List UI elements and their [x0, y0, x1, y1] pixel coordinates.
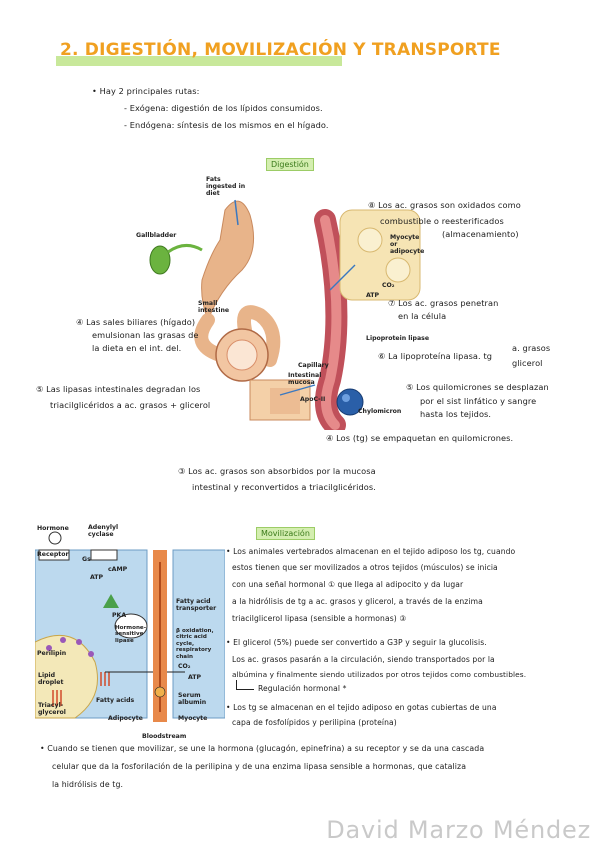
label-perilipin: Perilipin [37, 650, 67, 657]
label-small-intestine: Small intestine [198, 300, 230, 315]
footer-line-2: celular que da la fosforilación de la pe… [52, 762, 467, 771]
label-myocyte-mob: Myocyte [178, 715, 208, 722]
label-co2: CO₂ [382, 282, 395, 289]
regulation-arrow-stem [236, 680, 237, 689]
note-6-branch-1: a. grasos [512, 343, 551, 353]
mob-b3-line-1: • Los tg se almacenan en el tejido adipo… [226, 703, 497, 712]
label-receptor: Receptor [37, 551, 69, 558]
label-co2-mob: CO₂ [178, 663, 191, 670]
label-apoc: ApoC-II [300, 396, 326, 403]
label-atp: ATP [90, 574, 104, 581]
note-2-line-1: ④ Las sales biliares (hígado) [76, 317, 196, 327]
label-lipoprotein-lipase: Lipoprotein lipase [366, 335, 430, 342]
label-pka: PKA [112, 612, 127, 619]
mob-b1-line-2: estos tienen que ser movilizados a otros… [232, 563, 498, 572]
mob-b2-line-2: Los ac. grasos pasarán a la circulación,… [232, 655, 495, 664]
note-7-line-2: en la célula [398, 311, 447, 321]
movilizacion-tag: Movilización [256, 527, 315, 540]
hsl-shape [114, 613, 148, 639]
mob-b2-line-1: • El glicerol (5%) puede ser convertido … [226, 638, 487, 647]
label-hormone: Hormone [37, 525, 69, 532]
label-adenylyl: Adenylyl cyclase [88, 524, 119, 539]
note-3-line-1: ⑤ Las lipasas intestinales degradan los [36, 384, 201, 394]
label-bloodstream: Bloodstream [142, 733, 187, 740]
note-7-line-1: ⑦ Los ac. grasos penetran [388, 298, 499, 308]
note-6-main: ⑥ La lipoproteína lipasa. tg [378, 351, 493, 361]
note-2-line-2: emulsionan las grasas de [92, 330, 199, 340]
label-transporter: Fatty acid transporter [176, 598, 217, 613]
label-hsl: Hormone-sensitive lipase [115, 625, 147, 644]
regulation-arrow-bar [236, 689, 254, 690]
label-capillary: Capillary [298, 362, 329, 369]
note-3b-line-2: intestinal y reconvertidos a triacilglic… [192, 482, 376, 492]
intro-line-1: • Hay 2 principales rutas: [92, 86, 200, 96]
note-4: ④ Los (tg) se empaquetan en quilomicrone… [326, 433, 514, 443]
note-6-branch-2: glicerol [512, 358, 543, 368]
note-5-line-2: por el sist linfático y sangre [420, 396, 537, 406]
note-5-line-1: ⑤ Los quilomicrones se desplazan [406, 382, 549, 392]
intro-line-3: - Endógena: síntesis de los mismos en el… [124, 120, 329, 130]
note-8-line-3: (almacenamiento) [442, 229, 519, 239]
note-5-line-3: hasta los tejidos. [420, 409, 492, 419]
label-serum-albumin: Serum albumin [178, 692, 207, 707]
digestion-figure [149, 199, 421, 430]
stomach-shape [201, 200, 255, 322]
myocyte-cell [172, 549, 225, 719]
mobilization-figure [35, 531, 225, 722]
mob-b2-line-4: Regulación hormonal * [258, 684, 347, 693]
label-triacylglycerol: Triacyl-glycerol [38, 702, 66, 717]
receptor-shape [38, 549, 70, 561]
mob-b2-line-3: albúmina y finalmente siendo utilizados … [232, 670, 527, 679]
label-myocyte: Myocyte or adipocyte [390, 234, 425, 256]
note-3-line-2: triacilglicéridos a ac. grasos + glicero… [50, 400, 211, 410]
label-chylomicron: Chylomicron [358, 408, 402, 415]
author-watermark: David Marzo Méndez [326, 816, 591, 844]
label-atp-mob: ATP [188, 674, 202, 681]
note-3b-line-1: ③ Los ac. grasos son absorbidos por la m… [178, 466, 376, 476]
label-oxidation: β oxidation, citric acid cycle, respirat… [176, 628, 214, 660]
mob-b1-line-1: • Los animales vertebrados almacenan en … [226, 547, 516, 556]
mob-b1-line-5: triacilglicerol lipasa (sensible a hormo… [232, 614, 407, 623]
label-adipocyte: Adipocyte [108, 715, 143, 722]
title-highlight [56, 56, 342, 66]
gallbladder-shape [149, 245, 171, 275]
mob-b3-line-2: capa de fosfolípidos y perilipina (prote… [232, 718, 397, 727]
adenylyl-shape [90, 549, 118, 561]
fat-arrow [234, 199, 239, 226]
mob-b1-line-3: con una señal hormonal ① que llega al ad… [232, 580, 464, 589]
label-intestinal-mucosa: Intestinal mucosa [288, 372, 322, 387]
label-fatty-acids: Fatty acids [96, 697, 135, 704]
lipid-droplet [35, 634, 98, 719]
footer-line-1: • Cuando se tienen que movilizar, se une… [40, 744, 485, 753]
label-atp: ATP [366, 292, 380, 299]
note-8-line-2: combustible o reesterificados [380, 216, 504, 226]
label-gs: Gs [82, 556, 91, 563]
page-title: 2. DIGESTIÓN, MOVILIZACIÓN Y TRANSPORTE [60, 40, 501, 60]
mob-b1-line-4: a la hidrólisis de tg a ac. grasos y gli… [232, 597, 483, 606]
hormone-shape [48, 531, 62, 545]
pka-shape [103, 594, 119, 608]
note-2-line-3: la dieta en el int. del. [92, 343, 182, 353]
intro-line-2: - Exógena: digestión de los lípidos cons… [124, 103, 323, 113]
footer-line-3: la hidrólisis de tg. [52, 780, 124, 789]
label-lipid-droplet: Lipid droplet [38, 672, 64, 687]
digestion-tag: Digestión [266, 158, 314, 171]
label-fats: Fats ingested in diet [206, 176, 246, 198]
label-gallbladder: Gallbladder [136, 232, 177, 239]
note-8-line-1: ⑧ Los ac. grasos son oxidados como [368, 200, 521, 210]
label-camp: cAMP [108, 566, 128, 573]
